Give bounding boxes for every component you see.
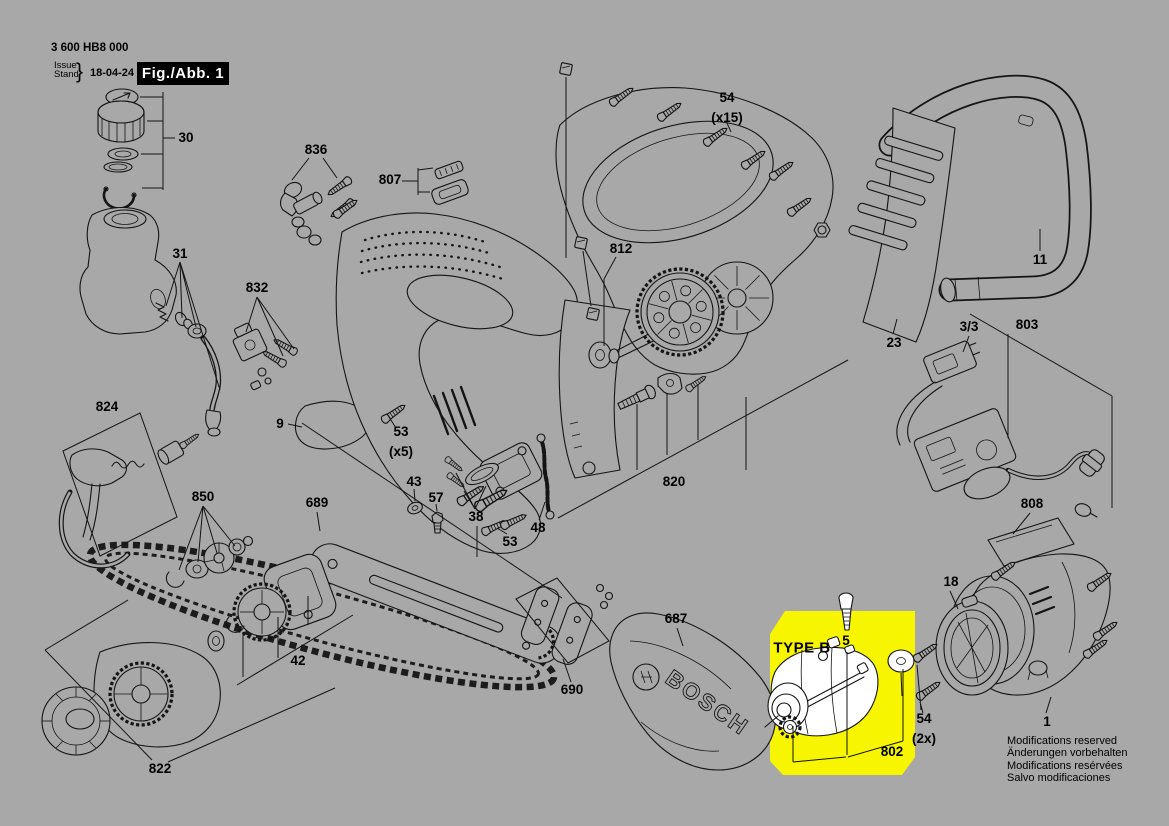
part-label-9: 9 <box>276 415 284 431</box>
part-guide-bar <box>310 543 562 664</box>
modifications-line-en: Modifications reserved <box>1007 735 1118 747</box>
nuts <box>558 61 831 322</box>
part-label-802: 802 <box>880 743 904 759</box>
part-clutch-set-850 <box>165 535 254 588</box>
part-label-38: 38 <box>468 508 484 524</box>
part-label-57: 57 <box>428 489 444 505</box>
part-cap-stack-30 <box>97 88 145 210</box>
modifications-line-es: Salvo modificaciones <box>1007 771 1111 784</box>
part-label-822: 822 <box>148 760 172 776</box>
part-pads-807 <box>431 160 469 205</box>
part-rail-38 <box>465 462 499 486</box>
part-housing-right <box>555 87 834 479</box>
part-gear-812 <box>588 267 725 369</box>
part-label-689: 689 <box>305 494 329 510</box>
part-label-53: 53 <box>502 533 518 549</box>
part-brake-824 <box>58 431 202 569</box>
part-guard-23 <box>848 107 956 343</box>
part-label-11: 11 <box>1032 251 1048 267</box>
part-tip-plates-690 <box>520 583 614 665</box>
part-screw-5 <box>838 592 854 631</box>
leader-lines <box>44 77 1113 763</box>
part-fan-ring-18 <box>935 594 1009 696</box>
part-valve-836 <box>280 174 357 246</box>
part-label-812: 812 <box>609 240 633 256</box>
part-plate-48 <box>479 433 555 520</box>
part-side-cover-822 <box>41 641 221 756</box>
part-switch-3-3 <box>923 340 981 384</box>
part-label-42: 42 <box>290 652 306 668</box>
modifications-notice: Modifications reserved Änderungen vorbeh… <box>1007 735 1127 784</box>
part-label-824: 824 <box>95 398 119 414</box>
part-label-31: 31 <box>172 245 188 261</box>
part-chain-guard-687: BOSCH <box>609 612 777 771</box>
part-wiring-803 <box>896 381 1105 518</box>
part-label-3-3: 3/3 <box>959 318 979 334</box>
part-label-820: 820 <box>662 473 686 489</box>
part-washer-802 <box>887 649 915 673</box>
part-label-18: 18 <box>943 573 959 589</box>
part-label-43: 43 <box>406 473 422 489</box>
issue-brace: } <box>76 60 84 83</box>
part-label-836: 836 <box>304 141 328 157</box>
part-label-808: 808 <box>1020 495 1044 511</box>
part-washer-43 <box>407 501 423 515</box>
part-label-687: 687 <box>664 610 688 626</box>
modifications-line-de: Änderungen vorbehalten <box>1007 747 1128 760</box>
modifications-line-fr: Modifications resérvées <box>1007 759 1123 772</box>
part-bow-handle-11 <box>878 74 1092 303</box>
issue-date: 18-04-24 <box>90 67 135 79</box>
document-part-number: 3 600 HB8 000 <box>51 42 129 54</box>
part-motor-802 <box>764 636 879 739</box>
part-label-5: 5 <box>842 632 850 648</box>
figure-label-box: Fig./Abb. 1 <box>137 62 229 85</box>
part-label-832: 832 <box>245 279 269 295</box>
part-label-23: 23 <box>886 334 902 350</box>
part-label-53-x5: 53 (x5) <box>388 423 414 459</box>
part-label-48: 48 <box>530 519 546 535</box>
part-label-54-x15: 54 (x15) <box>711 89 743 125</box>
type-b-label: TYPE B <box>773 639 831 657</box>
part-bolt-57 <box>431 511 444 534</box>
part-label-690: 690 <box>560 681 584 697</box>
part-sticker-808 <box>987 517 1075 567</box>
part-label-807: 807 <box>378 171 402 187</box>
part-label-1: 1 <box>1043 713 1051 729</box>
part-oil-tank-31 <box>79 206 222 437</box>
part-housing-left <box>335 212 579 554</box>
part-label-803: 803 <box>1015 316 1039 332</box>
part-stud-820 <box>617 372 709 410</box>
part-label-30: 30 <box>178 129 194 145</box>
part-label-54-2x: 54 (2x) <box>911 710 937 746</box>
part-label-850: 850 <box>191 488 215 504</box>
part-oil-pump-832 <box>232 322 300 391</box>
part-sprocket-42 <box>207 553 337 652</box>
